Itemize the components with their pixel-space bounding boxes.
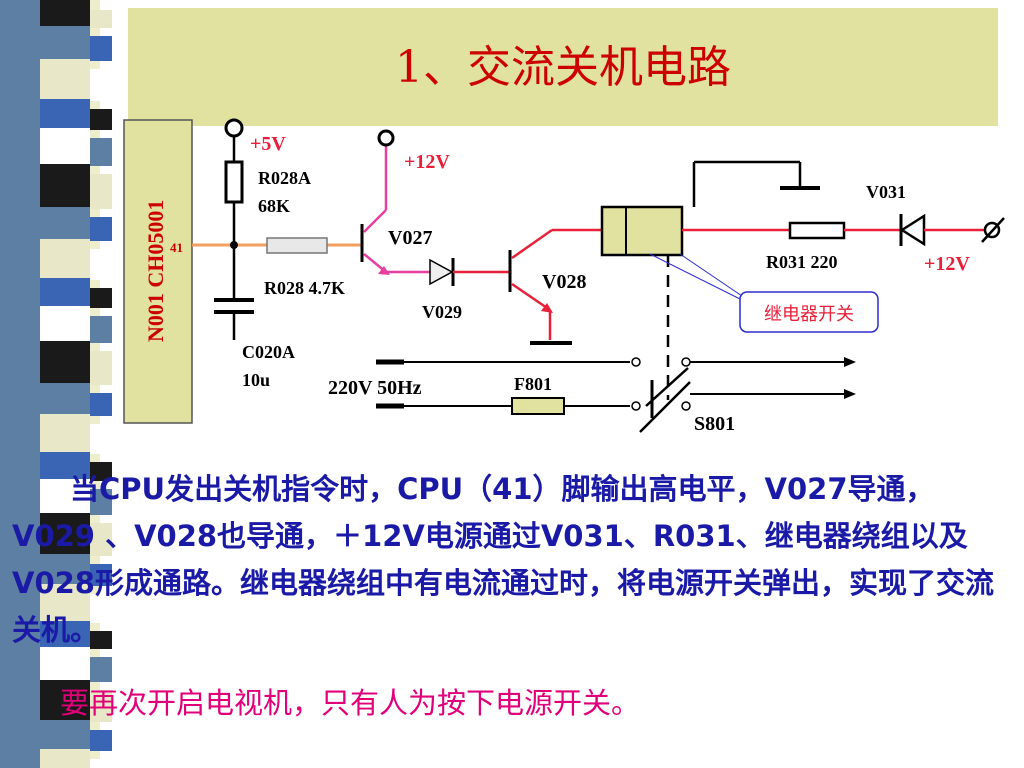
plus12v-right-terminal-slash bbox=[981, 217, 1005, 243]
stripe-block bbox=[40, 207, 90, 239]
chip-block bbox=[123, 119, 193, 424]
r028-label: R028 4.7K bbox=[264, 278, 345, 298]
stripe-block bbox=[90, 759, 112, 768]
stripe-block bbox=[90, 594, 112, 623]
c020a-name: C020A bbox=[242, 342, 295, 362]
stripe-block bbox=[90, 138, 112, 166]
switch-contact-top-right bbox=[681, 357, 691, 367]
v029-label: V029 bbox=[422, 302, 462, 322]
stripe-block bbox=[40, 414, 90, 452]
plus12v-right-label: +12V bbox=[924, 253, 970, 275]
switch-contact-bottom-left bbox=[631, 401, 641, 411]
r028a-resistor bbox=[224, 160, 244, 204]
r031-resistor bbox=[788, 221, 846, 240]
note-text: 要再次开启电视机，只有人为按下电源开关。 bbox=[60, 686, 641, 720]
stripe-block bbox=[90, 174, 112, 209]
pin-label: 41 bbox=[170, 240, 183, 255]
stripe-block bbox=[40, 26, 90, 59]
stripe-block bbox=[40, 278, 90, 306]
title-band bbox=[128, 8, 998, 126]
stripe-block bbox=[90, 351, 112, 385]
stripe-block bbox=[90, 424, 112, 454]
r031-label: R031 220 bbox=[766, 252, 838, 272]
v031-diode bbox=[899, 213, 926, 247]
v028-emitter bbox=[511, 282, 551, 312]
v028-collector bbox=[511, 228, 553, 260]
stripe-block bbox=[90, 523, 112, 556]
r028a-name: R028A bbox=[258, 168, 311, 188]
v031-label: V031 bbox=[866, 182, 906, 202]
stripe-block bbox=[90, 69, 112, 101]
plus5v-terminal bbox=[224, 118, 244, 138]
stripe-block bbox=[90, 564, 112, 586]
relay-switch-label: 继电器开关 bbox=[764, 304, 854, 325]
stripe-block bbox=[40, 239, 90, 278]
plus5v-label: +5V bbox=[250, 133, 286, 155]
stripe-block bbox=[90, 489, 112, 515]
stripe-block bbox=[40, 749, 90, 768]
v027-label: V027 bbox=[388, 227, 432, 249]
decorative-stripes bbox=[0, 0, 120, 768]
stripe-block bbox=[40, 59, 90, 99]
stripe-block bbox=[90, 36, 112, 61]
description-text: 当CPU发出关机指令时，CPU（41）脚输出高电平，V027导通，V029 、V… bbox=[12, 472, 994, 647]
v029-diode bbox=[429, 258, 454, 286]
junction-dot bbox=[230, 241, 238, 249]
stripe-block bbox=[40, 306, 90, 341]
stripe-block bbox=[90, 109, 112, 130]
stripe-block bbox=[40, 99, 90, 128]
relay-coil bbox=[600, 205, 684, 257]
s801-label: S801 bbox=[694, 413, 735, 435]
switch-out-bottom-arrow bbox=[844, 389, 856, 399]
stripe-block bbox=[90, 316, 112, 343]
stripe-block bbox=[90, 657, 112, 682]
stripe-block bbox=[40, 680, 90, 720]
stripe-block bbox=[90, 10, 112, 28]
switch-contact-bottom-right bbox=[681, 401, 691, 411]
stripe-block bbox=[40, 452, 90, 479]
stripe-block bbox=[90, 690, 112, 722]
stripe-block bbox=[40, 341, 90, 383]
switch-blade-bottom bbox=[639, 381, 691, 433]
relay-callout-line-2 bbox=[679, 253, 743, 297]
stripe-block bbox=[40, 513, 90, 554]
stripe-block bbox=[90, 631, 112, 649]
stripe-block bbox=[40, 479, 90, 513]
stripe-block bbox=[40, 128, 90, 164]
page-title: 1、交流关机电路 bbox=[395, 42, 731, 93]
v028-label: V028 bbox=[542, 271, 586, 293]
c020a-value: 10u bbox=[242, 370, 270, 390]
stripe-block bbox=[40, 0, 90, 26]
mains-label: 220V 50Hz bbox=[328, 377, 422, 399]
stripe-block bbox=[90, 249, 112, 280]
stripe-block bbox=[40, 621, 90, 647]
stripe-block bbox=[40, 554, 90, 584]
stripe-block bbox=[40, 720, 90, 749]
f801-fuse bbox=[511, 397, 565, 415]
chip-label: N001 CH05001 bbox=[143, 200, 168, 342]
v027-collector bbox=[363, 209, 387, 233]
stripe-block bbox=[40, 647, 90, 680]
stripe-block bbox=[40, 584, 90, 621]
f801-label: F801 bbox=[514, 374, 552, 394]
stripe-block bbox=[40, 383, 90, 414]
plus12v-top-terminal bbox=[377, 129, 395, 147]
stripe-block bbox=[90, 393, 112, 416]
switch-out-top-arrow bbox=[844, 357, 856, 367]
relay-callout-line-1 bbox=[649, 253, 743, 301]
r028-resistor bbox=[266, 237, 328, 254]
circuit-diagram: N001 CH05001 41 +5V R028A 68K C020A 10u … bbox=[123, 118, 1005, 435]
switch-contact-top-left bbox=[631, 357, 641, 367]
stripe-block bbox=[90, 730, 112, 751]
r028a-value: 68K bbox=[258, 196, 290, 216]
relay-callout-box bbox=[739, 291, 879, 333]
stripe-block bbox=[90, 288, 112, 308]
stripe-block bbox=[90, 462, 112, 481]
plus12v-top-label: +12V bbox=[404, 151, 450, 173]
stripe-block bbox=[40, 164, 90, 207]
stripe-block bbox=[90, 217, 112, 241]
